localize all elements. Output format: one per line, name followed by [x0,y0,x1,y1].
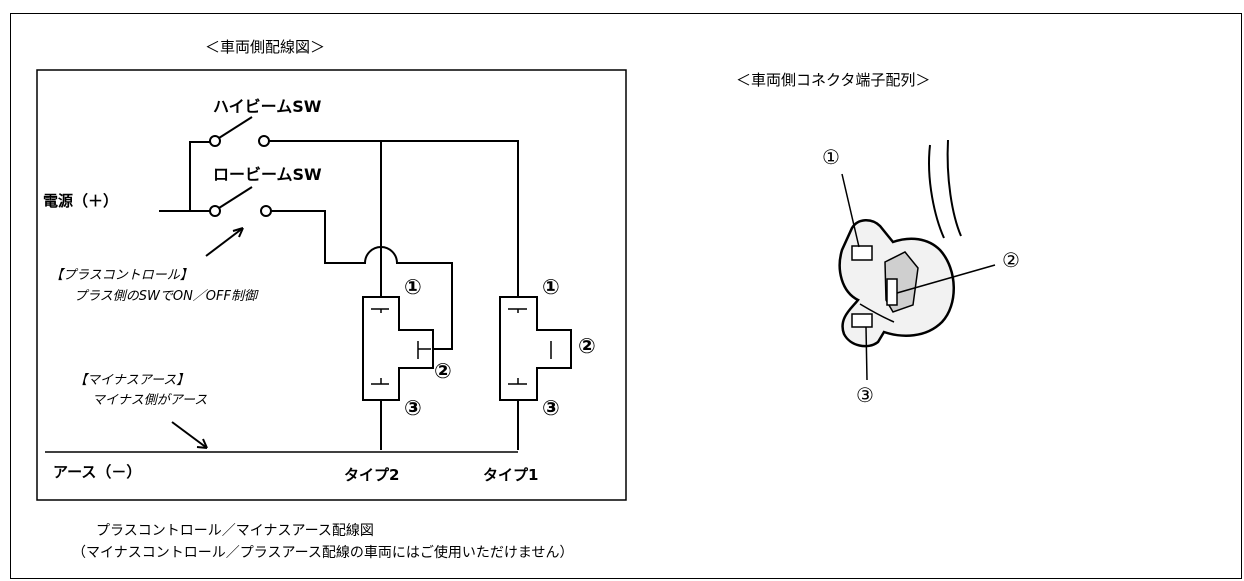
high-beam-switch-label: ハイビームSW [213,97,322,116]
leader-pin-2 [896,264,996,294]
caption-line1: プラスコントロール／マイナスアース配線図 [96,523,374,539]
high-switch-blade [218,116,253,139]
connector-pin1-label: ① [822,145,840,169]
low-switch-contact-left [209,205,221,217]
connector-pin3-label: ③ [856,383,874,407]
wiring-title: ＜車両側配線図＞ [205,38,326,56]
minus-earth-title: 【マイナスアース】 [74,373,190,388]
power-label: 電源（＋） [43,192,119,210]
plus-control-desc: プラス側のSWでON／OFF制御 [74,289,257,304]
low-switch-blade [218,186,253,209]
type2-pin3-label: ③ [404,396,422,420]
connector-pin2-label: ② [1002,248,1020,272]
plus-control-arrow [205,227,244,257]
connector-pin-3 [851,313,873,328]
wiring-box [36,69,627,501]
high-switch-contact-left [209,135,221,147]
connector-pin-1 [851,245,873,261]
type1-pin3-label: ③ [542,396,560,420]
outer-frame [10,13,1242,579]
high-branch [189,141,210,211]
connector-wire-right [946,139,962,237]
earth-label: アース（－） [53,463,142,481]
leader-pin-1 [841,173,860,248]
low-beam-switch-label: ロービームSW [213,165,322,184]
caption-line2: （マイナスコントロール／プラスアース配線の車両にはご使用いただけません） [72,545,574,561]
type2-label: タイプ2 [344,466,400,484]
type2-pin1-label: ① [404,275,422,299]
type1-pin2-label: ② [578,334,596,358]
type1-label: タイプ1 [483,466,539,484]
plus-control-title: 【プラスコントロール】 [50,268,193,283]
connector-pin-2 [886,278,898,306]
connector-wire-left [928,144,945,239]
leader-pin-3 [865,326,868,381]
type2-pin2-label: ② [434,359,452,383]
type1-connector [499,296,572,401]
type1-pin1-label: ① [542,275,560,299]
minus-earth-arrow [171,421,208,449]
connector-title: ＜車両側コネクタ端子配列＞ [736,71,931,89]
type2-connector [362,296,434,401]
minus-earth-desc: マイナス側がアース [92,393,208,408]
